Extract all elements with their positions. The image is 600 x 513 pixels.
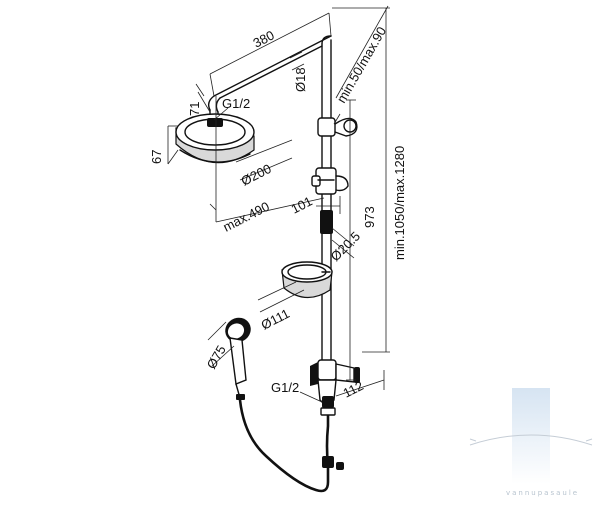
dim-label-973: 973 <box>362 206 377 228</box>
dim-label-hand-diameter: Ø75 <box>204 343 229 372</box>
dim-label-thread-bottom: G1/2 <box>271 380 299 395</box>
shower-hose <box>238 398 344 493</box>
dim-label-101: 101 <box>289 193 315 216</box>
dim-label-total-height: min.1050/max.1280 <box>392 146 407 260</box>
soap-dish-ring <box>281 261 333 299</box>
dim-label-adjust-range: min.50/max.90 <box>334 24 390 105</box>
rain-shower-head <box>175 113 255 164</box>
dim-label-pipe-diameter: Ø18 <box>293 67 308 92</box>
dimension-lines <box>167 5 390 403</box>
riser-pipe <box>321 35 332 381</box>
rail-joint <box>320 210 333 234</box>
dim-label-head-diameter: Ø200 <box>239 161 274 189</box>
dim-label-380: 380 <box>251 27 277 50</box>
watermark-text: vannupasaule <box>506 489 579 497</box>
dim-label-rail-diameter: Ø20.5 <box>328 228 364 264</box>
dim-label-67: 67 <box>149 150 164 164</box>
hand-shower <box>225 317 251 400</box>
thermostatic-mixer <box>310 359 360 416</box>
dim-label-max-490: max.490 <box>221 199 272 235</box>
watermark-logo: vannupasaule <box>469 388 593 497</box>
overhead-arm <box>207 35 332 121</box>
height-adjuster-clamp <box>317 117 358 137</box>
dimension-labels: 380 Ø18 71 G1/2 67 Ø200 max.490 min.50/m… <box>149 24 407 401</box>
dim-label-thread-top: G1/2 <box>222 96 250 111</box>
slider-holder <box>311 167 349 195</box>
dim-label-71: 71 <box>187 102 202 116</box>
